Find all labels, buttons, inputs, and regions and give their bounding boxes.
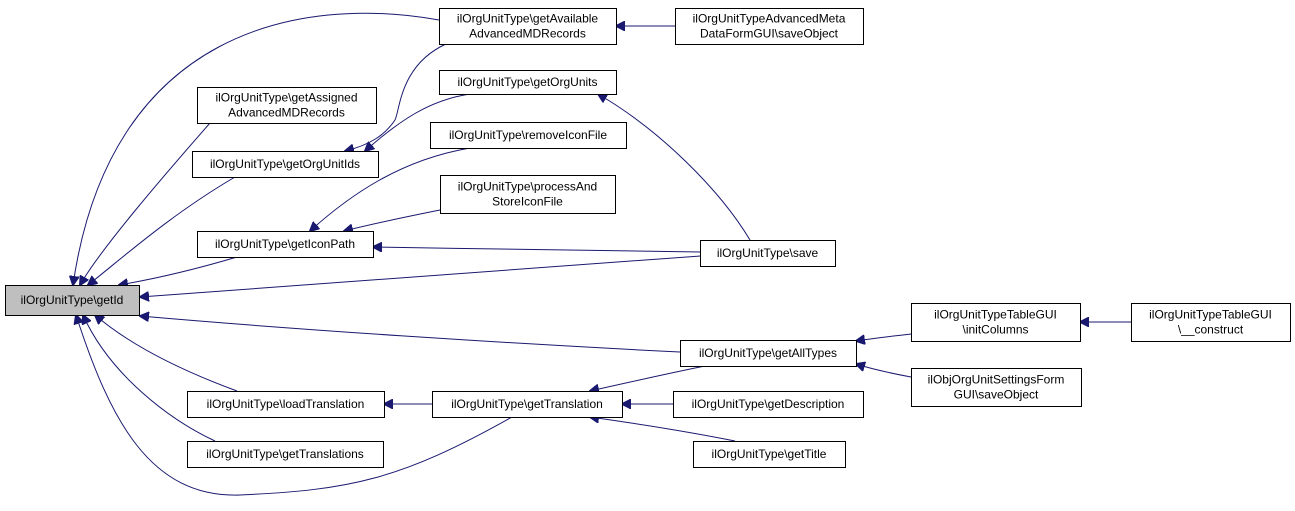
node-box xyxy=(675,8,864,45)
node-label: ilOrgUnitType\removeIconFile xyxy=(449,128,607,142)
node-label: ilOrgUnitType\getTitle xyxy=(712,447,827,461)
node-getAssignedAdvancedMDRecords[interactable]: ilOrgUnitType\getAssignedAdvancedMDRecor… xyxy=(197,87,377,124)
node-label: AdvancedMDRecords xyxy=(469,27,586,41)
node-label: ilOrgUnitType\getIconPath xyxy=(215,237,355,251)
edge-getAvailableAdvancedMDRecords-to-getId xyxy=(73,12,440,285)
node-box xyxy=(187,441,384,468)
node-label: DataFormGUI\saveObject xyxy=(700,27,839,41)
node-getDescription[interactable]: ilOrgUnitType\getDescription xyxy=(673,391,864,418)
node-advMetaSaveObject[interactable]: ilOrgUnitTypeAdvancedMetaDataFormGUI\sav… xyxy=(675,8,864,45)
node-box xyxy=(440,175,616,214)
node-label: ilObjOrgUnitSettingsForm xyxy=(928,373,1065,387)
node-getOrgUnits[interactable]: ilOrgUnitType\getOrgUnits xyxy=(439,70,617,95)
node-label: ilOrgUnitTypeAdvancedMeta xyxy=(693,12,846,26)
edge-getAllTypes-to-getId xyxy=(140,316,681,353)
node-getId[interactable]: ilOrgUnitType\getId xyxy=(5,285,140,316)
edge-getTranslation-to-getId xyxy=(76,315,513,496)
node-box xyxy=(911,368,1082,407)
edge-getAllTypes-to-getTranslation xyxy=(590,365,706,391)
edge-getTitle-to-getTranslation xyxy=(590,417,736,442)
edge-tableInitColumns-to-getAllTypes xyxy=(856,333,912,341)
node-label: StoreIconFile xyxy=(492,195,563,209)
node-label: ilOrgUnitTypeTableGUI xyxy=(934,308,1057,322)
node-label: ilOrgUnitType\getDescription xyxy=(692,397,845,411)
node-label: ilOrgUnitType\getTranslations xyxy=(206,447,364,461)
edge-save-to-getIconPath xyxy=(373,247,701,253)
node-box xyxy=(439,8,617,45)
node-label: ilOrgUnitType\getOrgUnits xyxy=(457,75,597,89)
node-label: ilOrgUnitType\loadTranslation xyxy=(207,397,365,411)
node-label: ilOrgUnitType\getTranslation xyxy=(451,397,603,411)
node-box xyxy=(680,340,857,367)
node-label: GUI\saveObject xyxy=(954,388,1039,402)
node-box xyxy=(192,151,379,178)
node-box xyxy=(673,391,864,418)
edge-save-to-getOrgUnits xyxy=(598,94,751,241)
node-tableConstruct[interactable]: ilOrgUnitTypeTableGUI\__construct xyxy=(1131,303,1291,342)
node-box xyxy=(693,441,846,468)
node-box xyxy=(700,240,836,267)
node-label: ilOrgUnitType\getAllTypes xyxy=(699,346,837,360)
node-getTitle[interactable]: ilOrgUnitType\getTitle xyxy=(693,441,846,468)
node-box xyxy=(439,70,617,95)
node-label: ilOrgUnitType\getAssigned xyxy=(215,91,357,105)
node-save[interactable]: ilOrgUnitType\save xyxy=(700,240,836,267)
node-getTranslation[interactable]: ilOrgUnitType\getTranslation xyxy=(432,391,623,418)
node-box xyxy=(5,285,140,316)
node-label: ilOrgUnitType\processAnd xyxy=(458,180,597,194)
node-getOrgUnitIds[interactable]: ilOrgUnitType\getOrgUnitIds xyxy=(192,151,379,178)
node-label: ilOrgUnitType\getAvailable xyxy=(457,12,599,26)
edges-layer xyxy=(73,12,1131,496)
node-label: AdvancedMDRecords xyxy=(228,106,345,120)
node-getAvailableAdvancedMDRecords[interactable]: ilOrgUnitType\getAvailableAdvancedMDReco… xyxy=(439,8,617,45)
edge-getIconPath-to-getId xyxy=(119,256,238,285)
node-box xyxy=(187,391,385,418)
edge-getAssignedAdvancedMDRecords-to-getId xyxy=(80,122,211,285)
edge-removeIconFile-to-getIconPath xyxy=(310,147,471,231)
node-label: \__construct xyxy=(1178,323,1244,337)
edge-getOrgUnitIds-to-getId xyxy=(88,176,236,285)
node-removeIconFile[interactable]: ilOrgUnitType\removeIconFile xyxy=(430,122,627,149)
edge-settingsSaveObject-to-getAllTypes xyxy=(856,364,912,378)
node-tableInitColumns[interactable]: ilOrgUnitTypeTableGUI\initColumns xyxy=(911,303,1081,342)
node-getAllTypes[interactable]: ilOrgUnitType\getAllTypes xyxy=(680,340,857,367)
node-box xyxy=(197,231,374,258)
node-box xyxy=(430,122,627,149)
node-box xyxy=(911,303,1081,342)
edge-getTranslations-to-getId xyxy=(83,315,216,442)
edge-getOrgUnits-to-getOrgUnitIds xyxy=(365,93,471,151)
node-getTranslations[interactable]: ilOrgUnitType\getTranslations xyxy=(187,441,384,468)
node-box xyxy=(432,391,623,418)
node-label: ilOrgUnitType\save xyxy=(717,246,819,260)
edge-save-to-getId xyxy=(140,255,701,297)
node-label: ilOrgUnitType\getOrgUnitIds xyxy=(210,157,360,171)
node-loadTranslation[interactable]: ilOrgUnitType\loadTranslation xyxy=(187,391,385,418)
node-box xyxy=(1131,303,1291,342)
node-label: \initColumns xyxy=(962,323,1028,337)
node-label: ilOrgUnitTypeTableGUI xyxy=(1149,308,1272,322)
node-getIconPath[interactable]: ilOrgUnitType\getIconPath xyxy=(197,231,374,258)
node-label: ilOrgUnitType\getId xyxy=(21,293,124,307)
nodes-layer: ilOrgUnitType\getId ilOrgUnitType\getAvai… xyxy=(5,8,1291,468)
edge-processAndStoreIconFile-to-getIconPath xyxy=(344,209,441,231)
edge-loadTranslation-to-getId xyxy=(95,315,238,392)
node-box xyxy=(197,87,377,124)
